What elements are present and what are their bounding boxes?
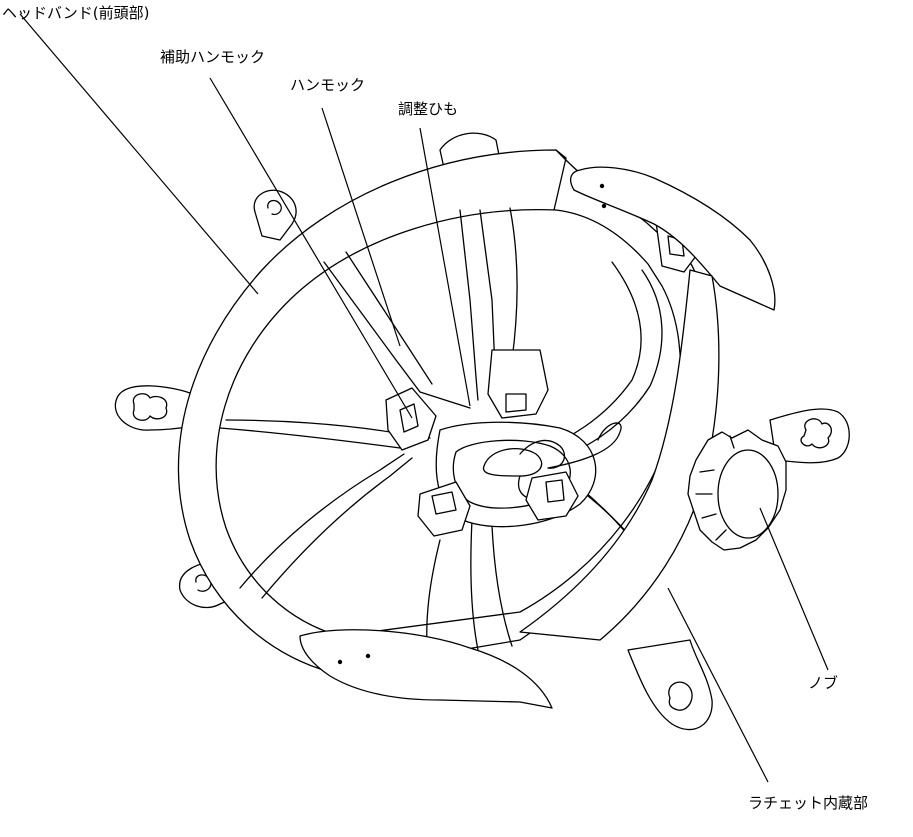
hammock-clip-left <box>385 387 437 451</box>
label-hammock: ハンモック <box>290 76 366 94</box>
mounting-lug-bottom-right <box>627 639 713 731</box>
leader-knob <box>759 507 829 671</box>
hammock-clip-bottom-left <box>417 481 471 537</box>
leader-adjust-cord <box>419 127 471 407</box>
forehead-pad <box>569 166 776 311</box>
hammock-clip-top <box>487 349 549 419</box>
label-headband: ヘッドバンド(前頭部) <box>2 4 150 22</box>
label-adjust-cord: 調整ひも <box>398 100 459 118</box>
leader-ratchet <box>667 587 769 783</box>
mounting-lug-left <box>114 385 195 431</box>
headband-front-panel <box>553 149 567 211</box>
headband-inner-edge <box>215 208 682 637</box>
rear-band <box>299 629 553 709</box>
ratchet-band <box>519 269 720 641</box>
leader-headband <box>19 13 259 295</box>
leader-aux-hammock <box>209 77 413 419</box>
mounting-lug-top-left <box>253 189 297 241</box>
knob <box>687 429 787 551</box>
leader-hammock <box>321 107 401 347</box>
label-knob: ノブ <box>808 674 839 692</box>
label-aux-hammock: 補助ハンモック <box>160 48 266 66</box>
hammock-clip-right <box>525 471 579 521</box>
mounting-lug-right <box>769 408 850 464</box>
label-ratchet: ラチェット内蔵部 <box>748 794 869 812</box>
